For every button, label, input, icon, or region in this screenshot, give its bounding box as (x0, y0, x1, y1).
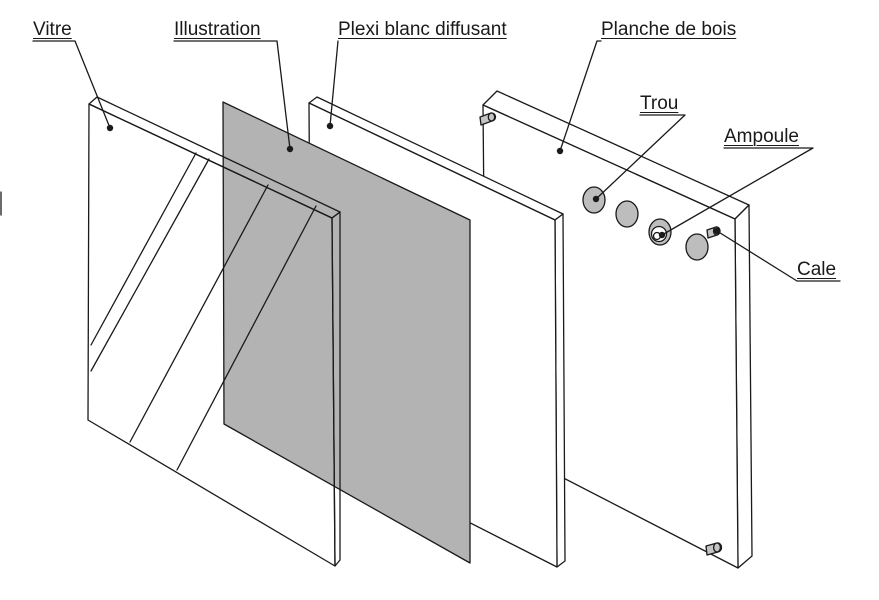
label-illustration: Illustration (174, 19, 261, 40)
leader-dots (106, 122, 721, 239)
illustration-sheet (222, 101, 471, 564)
label-ampoule: Ampoule (724, 126, 799, 147)
label-vitre: Vitre (33, 19, 72, 40)
leader-lines (32, 40, 841, 282)
spacer-3 (705, 542, 723, 556)
spacer-1 (479, 112, 497, 126)
label-cale: Cale (797, 259, 837, 280)
hole-4 (685, 233, 709, 261)
hole-2 (615, 200, 639, 228)
label-planche: Planche de bois (601, 19, 737, 40)
glass-panel (87, 96, 341, 567)
label-plexi: Plexi blanc diffusant (338, 19, 507, 40)
label-trou: Trou (640, 93, 679, 114)
